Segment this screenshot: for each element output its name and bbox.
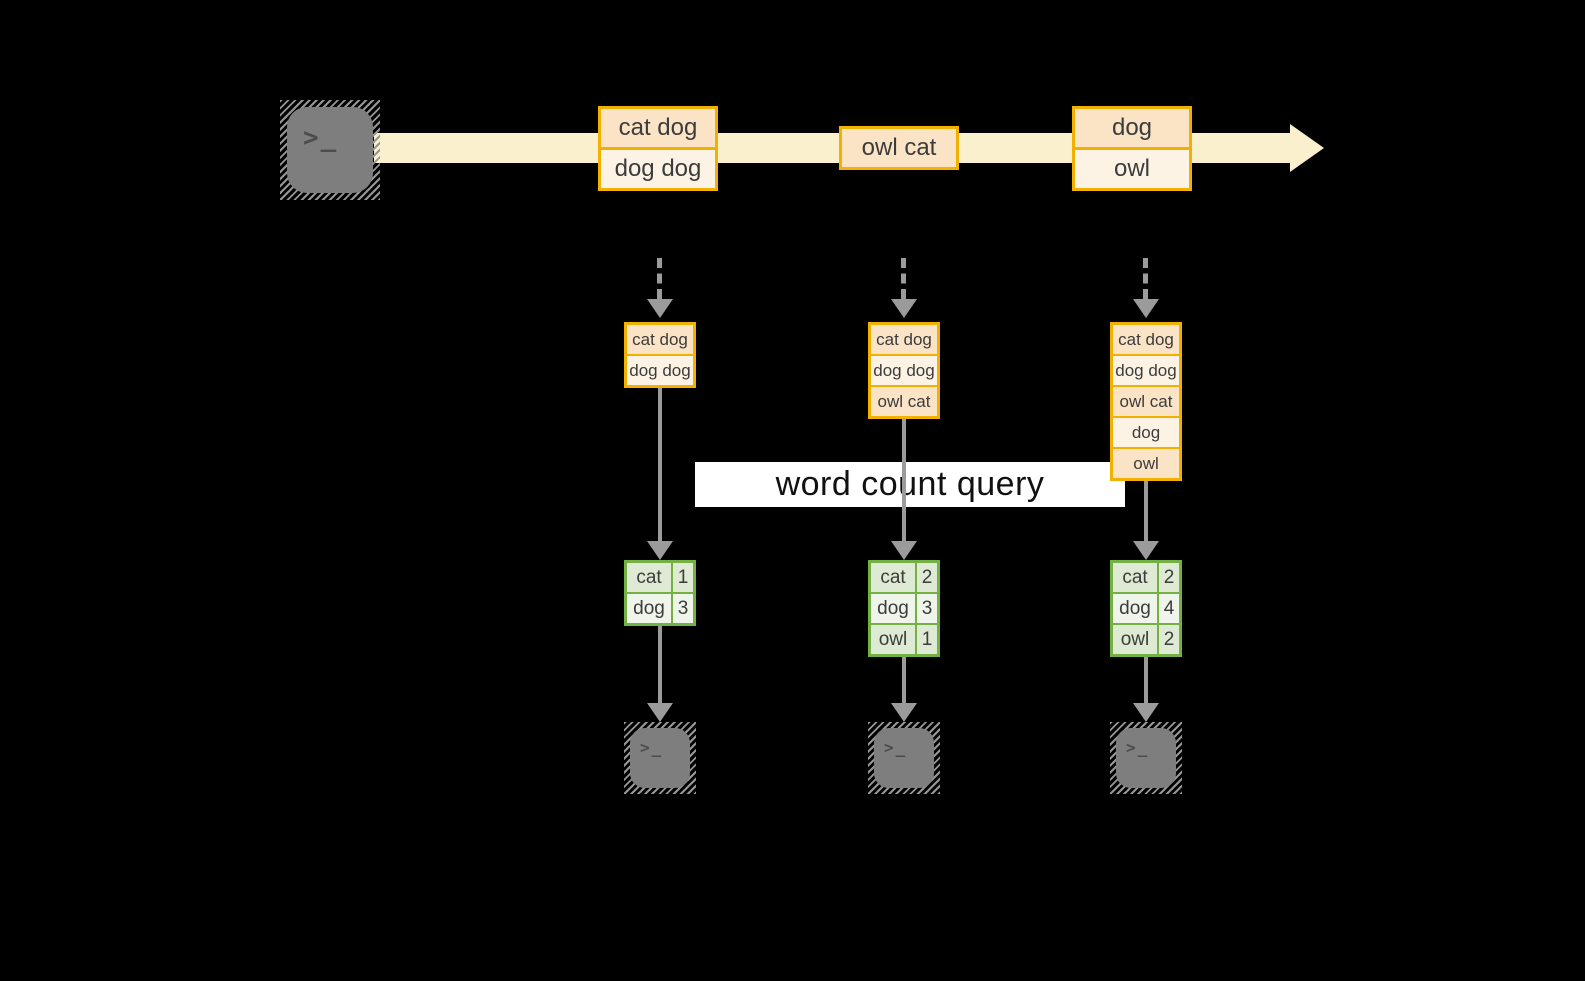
- terminal-icon: >_: [280, 100, 380, 200]
- buffer-cell: cat dog: [871, 325, 937, 354]
- terminal-icon-body: >_: [630, 728, 690, 788]
- terminal-icon: >_: [1110, 722, 1182, 794]
- sink-arrow-line: [902, 657, 906, 703]
- dashed-arrow-head: [1133, 299, 1159, 318]
- stream-message-line: owl cat: [842, 129, 956, 167]
- word-cell: cat: [1113, 563, 1159, 592]
- terminal-icon-body: >_: [1116, 728, 1176, 788]
- terminal-prompt-glyph: >_: [303, 123, 339, 153]
- sink-arrow-line: [1144, 657, 1148, 703]
- query-arrow-head: [647, 541, 673, 560]
- terminal-icon-body: >_: [874, 728, 934, 788]
- stream-message-line: cat dog: [601, 109, 715, 147]
- stream-message-line: dog: [1075, 109, 1189, 147]
- count-cell: 1: [673, 563, 693, 592]
- buffer-cell: dog dog: [627, 354, 693, 385]
- buffer-cell: owl: [1113, 447, 1179, 478]
- query-label: word count query: [695, 462, 1125, 507]
- stream-message-line: dog dog: [601, 147, 715, 188]
- word-cell: cat: [627, 563, 673, 592]
- buffer-cell: dog: [1113, 416, 1179, 447]
- word-cell: owl: [871, 625, 917, 654]
- word-cell: dog: [627, 594, 673, 623]
- terminal-icon-body: >_: [287, 107, 373, 193]
- count-cell: 2: [917, 563, 937, 592]
- buffer-cell: owl cat: [871, 385, 937, 416]
- sink-arrow-head: [891, 703, 917, 722]
- buffer-cell: owl cat: [1113, 385, 1179, 416]
- count-cell: 3: [917, 594, 937, 623]
- dashed-arrow-head: [647, 299, 673, 318]
- stream-message-line: owl: [1075, 147, 1189, 188]
- terminal-prompt-glyph: >_: [640, 738, 664, 757]
- query-arrow-line: [1144, 481, 1148, 541]
- word-cell: dog: [871, 594, 917, 623]
- terminal-prompt-glyph: >_: [884, 738, 908, 757]
- word-cell: dog: [1113, 594, 1159, 623]
- count-cell: 4: [1159, 594, 1179, 623]
- dashed-arrow-line: [657, 258, 662, 299]
- query-arrow-head: [891, 541, 917, 560]
- buffer-cell: cat dog: [1113, 325, 1179, 354]
- stream-arrow-head: [1290, 124, 1324, 172]
- word-cell: owl: [1113, 625, 1159, 654]
- count-cell: 3: [673, 594, 693, 623]
- terminal-icon: >_: [624, 722, 696, 794]
- word-cell: cat: [871, 563, 917, 592]
- buffer-cell: dog dog: [871, 354, 937, 385]
- dashed-arrow-line: [1143, 258, 1148, 299]
- buffer-cell: dog dog: [1113, 354, 1179, 385]
- count-cell: 2: [1159, 625, 1179, 654]
- stream-message-box: owl cat: [839, 126, 959, 170]
- dashed-arrow-line: [901, 258, 906, 299]
- buffer-cell: cat dog: [627, 325, 693, 354]
- sink-arrow-head: [647, 703, 673, 722]
- query-arrow-line: [902, 419, 906, 541]
- terminal-prompt-glyph: >_: [1126, 738, 1150, 757]
- query-arrow-line: [658, 388, 662, 541]
- query-arrow-head: [1133, 541, 1159, 560]
- count-cell: 1: [917, 625, 937, 654]
- sink-arrow-head: [1133, 703, 1159, 722]
- count-cell: 2: [1159, 563, 1179, 592]
- dashed-arrow-head: [891, 299, 917, 318]
- terminal-icon: >_: [868, 722, 940, 794]
- sink-arrow-line: [658, 626, 662, 703]
